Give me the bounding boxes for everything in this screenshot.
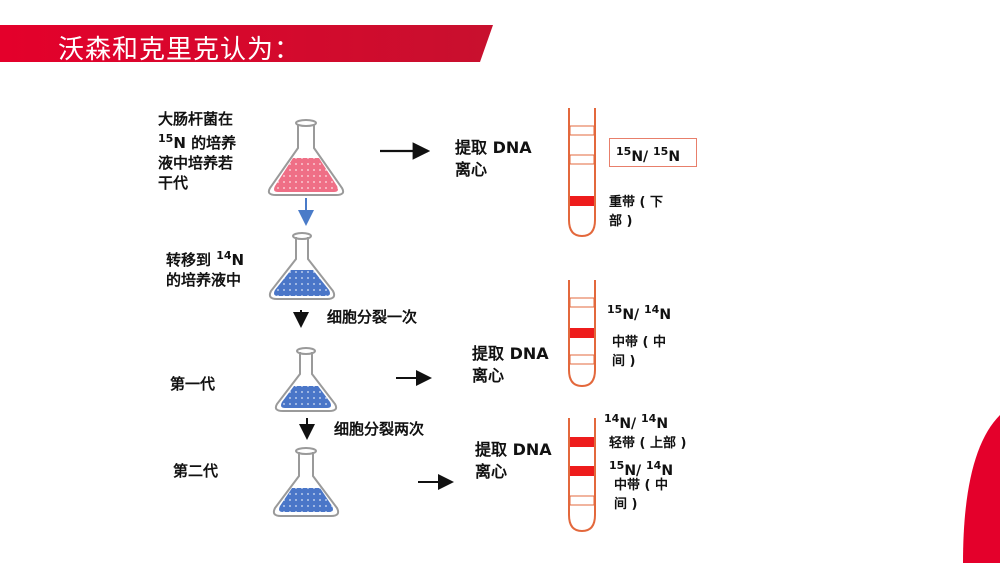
tube3-label-a: 14N/ 14N — [604, 412, 669, 432]
flask-blue-1 — [268, 232, 336, 300]
tube-3 — [568, 418, 596, 533]
tube2-band-label: 中带 ( 中间 ) — [612, 335, 666, 369]
tube1-label: 15N/ 15N — [616, 145, 681, 165]
middle-band-2 — [570, 466, 594, 476]
tube2-label: 15N/ 14N — [607, 303, 672, 323]
corner-decoration — [963, 415, 1000, 563]
middle-band — [570, 328, 594, 338]
gen2-label: 第二代 — [173, 462, 219, 480]
flask-blue-3 — [272, 447, 340, 517]
page-title: 沃森和克里克认为： — [58, 35, 302, 65]
light-band — [570, 437, 594, 447]
transfer-label: 转移到 14N 的培养液中 — [166, 249, 245, 289]
flask-pink — [267, 119, 345, 196]
tube1-label-box — [609, 138, 697, 167]
tube3-band-b: 中带 ( 中间 ) — [614, 478, 668, 512]
tube3-label-b: 15N/ 14N — [609, 459, 674, 479]
tube-1 — [568, 108, 596, 238]
heavy-band — [570, 196, 594, 206]
division-twice-label: 细胞分裂两次 — [334, 420, 425, 438]
gen1-label: 第一代 — [170, 375, 216, 393]
start-label: 大肠杆菌在 15N 的培养 液中培养若 干代 — [158, 110, 237, 192]
flask-blue-2 — [274, 347, 338, 412]
tube3-band-a: 轻带 ( 上部 ) — [609, 436, 687, 451]
tube1-band-label: 重带 ( 下部 ) — [609, 195, 663, 229]
tube-2 — [568, 280, 596, 388]
division-once-label: 细胞分裂一次 — [327, 308, 418, 326]
title-banner — [0, 25, 493, 62]
